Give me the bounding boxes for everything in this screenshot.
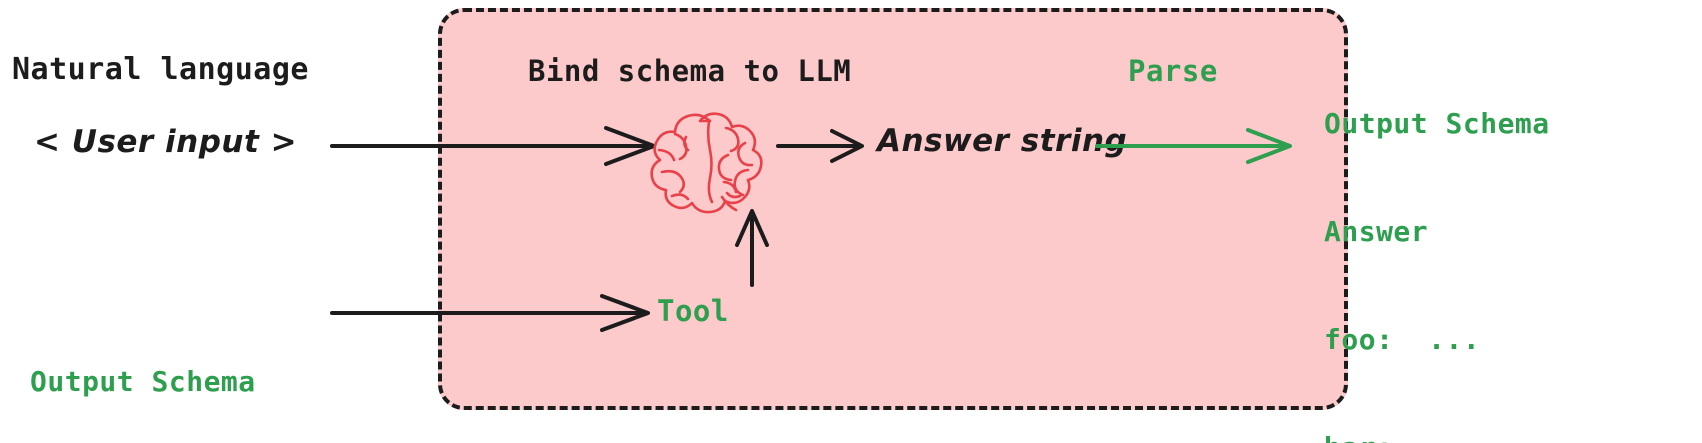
- output-schema-line-foo: foo: ...: [1324, 323, 1481, 356]
- parse-label: Parse: [1128, 54, 1218, 88]
- output-schema-block: Output Schema Answer foo: ... bar: ...: [1324, 34, 1550, 443]
- output-schema-line-answer: Answer: [1324, 215, 1429, 248]
- bind-schema-to-llm-label: Bind schema to LLM: [528, 54, 852, 88]
- output-schema-line-bar: bar: ...: [1324, 430, 1550, 443]
- output-schema-heading: Output Schema: [1324, 107, 1550, 140]
- llm-region-box: [438, 8, 1348, 410]
- input-output-schema-block: Output Schema foo: ... bar: ...: [30, 292, 256, 443]
- natural-language-title: Natural language: [12, 52, 309, 87]
- input-schema-heading: Output Schema: [30, 365, 256, 398]
- user-input-text: < User input >: [34, 124, 298, 160]
- answer-string-text: Answer string: [877, 123, 1128, 159]
- tool-label: Tool: [657, 294, 729, 328]
